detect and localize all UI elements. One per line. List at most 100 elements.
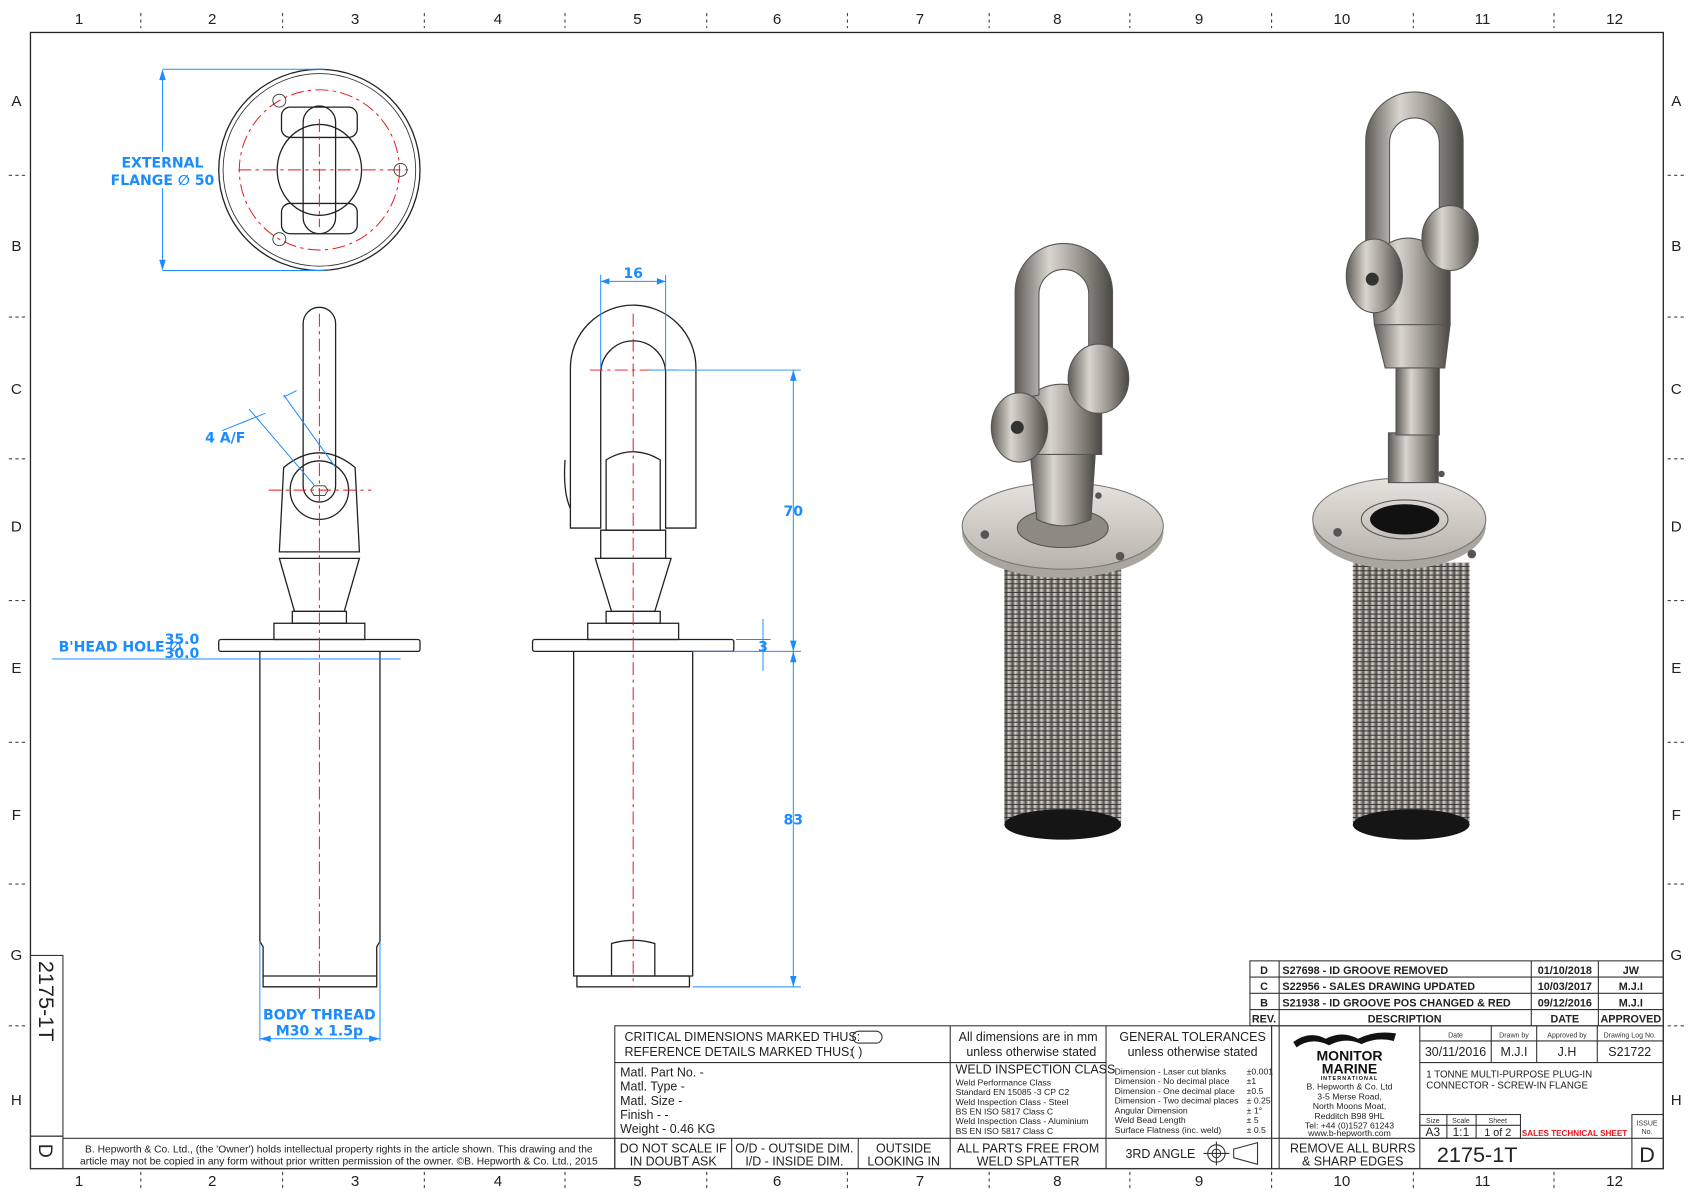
grid-row: E xyxy=(1671,660,1681,677)
revision-row: B S21938 - ID GROOVE POS CHANGED & RED 0… xyxy=(1260,997,1643,1009)
grid-col: 4 xyxy=(494,11,502,28)
tolerance-label: Weld Bead Length xyxy=(1115,1115,1186,1125)
revision-row: C S22956 - SALES DRAWING UPDATED 10/03/2… xyxy=(1260,981,1643,993)
isometric-render-upright xyxy=(1312,91,1487,840)
rev-description: S27698 - ID GROOVE REMOVED xyxy=(1282,965,1448,977)
grid-col: 1 xyxy=(75,11,83,28)
footer-note: ALL PARTS FREE FROM xyxy=(957,1141,1099,1155)
rev-letter: C xyxy=(1260,981,1268,993)
log-no-label: Drawing Log No. xyxy=(1604,1033,1656,1040)
rev-approved: M.J.I xyxy=(1619,997,1643,1009)
reference-details-note: REFERENCE DETAILS MARKED THUS: xyxy=(625,1045,853,1059)
revision-table: D S27698 - ID GROOVE REMOVED 01/10/2018 … xyxy=(1249,960,1664,1027)
weld-line: Standard EN 15085 -3 CP C2 xyxy=(956,1087,1070,1097)
weld-line: BS EN ISO 5817 Class C xyxy=(956,1126,1054,1136)
critical-dimensions-note: CRITICAL DIMENSIONS MARKED THUS: xyxy=(625,1030,861,1044)
grid-col: 5 xyxy=(633,1173,641,1190)
address-line: Tel: +44 (0)1527 61243 xyxy=(1305,1121,1394,1131)
grid-col: 2 xyxy=(208,11,216,28)
grid-col: 12 xyxy=(1606,1173,1623,1190)
grid-row: A xyxy=(11,93,22,110)
external-flange-value: FLANGE ∅ 50 xyxy=(111,173,215,189)
side-strip: 2175-1T D xyxy=(29,954,64,1170)
sales-technical-sheet: SALES TECHNICAL SHEET xyxy=(1522,1129,1627,1138)
height-70-dimension: 70 xyxy=(784,504,804,520)
material-line: Matl. Type - xyxy=(620,1080,685,1094)
width-16-dimension: 16 xyxy=(623,266,643,282)
units-note: unless otherwise stated xyxy=(966,1045,1096,1059)
copyright-notice: B. Hepworth & Co. Ltd., (the 'Owner') ho… xyxy=(62,1137,616,1170)
description-header: DESCRIPTION xyxy=(1368,1014,1442,1026)
issue-label: ISSUE xyxy=(1637,1120,1658,1127)
footer-note: O/D - OUTSIDE DIM. xyxy=(735,1141,853,1155)
grid-col: 6 xyxy=(773,1173,781,1190)
af-dimension: 4 A/F xyxy=(205,431,245,447)
grid-row: E xyxy=(11,660,21,677)
address-line: North Moons Moat, xyxy=(1313,1101,1386,1111)
grid-row: D xyxy=(11,518,22,535)
tolerance-value: ±0.5 xyxy=(1247,1086,1264,1096)
footer-note: DO NOT SCALE IF xyxy=(620,1141,727,1155)
third-angle-projection-icon xyxy=(1203,1141,1259,1166)
bhead-hole-min: 30.0 xyxy=(165,646,200,662)
tolerance-value: ±1 xyxy=(1247,1076,1257,1086)
grid-col: 1 xyxy=(75,1173,83,1190)
scale-label: Scale xyxy=(1452,1118,1470,1125)
tolerance-label: Surface Flatness (inc. weld) xyxy=(1115,1125,1222,1135)
weight: Weight - 0.46 KG xyxy=(620,1122,715,1136)
drawn-by: M.J.I xyxy=(1500,1045,1527,1059)
material-line: Matl. Part No. - xyxy=(620,1066,704,1080)
reference-mark: ( ) xyxy=(851,1045,863,1059)
rev-date: 10/03/2017 xyxy=(1538,981,1592,993)
address-line: www.b-hepworth.com xyxy=(1307,1128,1391,1138)
side-view: 16 70 3 83 xyxy=(531,266,804,988)
grid-row-labels-left: A B C D E F G H xyxy=(11,93,23,1109)
notes-block: CRITICAL DIMENSIONS MARKED THUS: REFEREN… xyxy=(614,1025,1274,1170)
grid-col: 8 xyxy=(1053,1173,1061,1190)
rev-date: 01/10/2018 xyxy=(1538,965,1592,977)
grid-row-labels-right: A B C D E F G H xyxy=(1670,93,1682,1109)
material-line: Finish - - xyxy=(620,1108,668,1122)
approved-by: J.H xyxy=(1558,1045,1577,1059)
rev-letter: D xyxy=(1260,965,1268,977)
issue-number: D xyxy=(1639,1142,1655,1167)
side-drawing-number: 2175-1T xyxy=(34,961,59,1042)
grid-row: D xyxy=(1671,518,1682,535)
logo-text: MONITOR xyxy=(1316,1047,1382,1063)
revision-row: D S27698 - ID GROOVE REMOVED 01/10/2018 … xyxy=(1260,965,1640,977)
rev-header: REV. xyxy=(1252,1014,1276,1026)
projection-label: 3RD ANGLE xyxy=(1126,1147,1196,1161)
rev-approved: JW xyxy=(1623,965,1640,977)
tolerance-label: Angular Dimension xyxy=(1115,1105,1188,1115)
front-view: 4 A/F B'HEAD HOLE ∅ 35.0 30.0 BODY THREA… xyxy=(52,306,421,1043)
grid-row: B xyxy=(11,238,21,255)
grid-row: C xyxy=(1671,381,1682,398)
address-line: Redditch B98 9HL xyxy=(1314,1111,1384,1121)
weld-line: Weld Inspection Class - Steel xyxy=(956,1097,1069,1107)
grid-column-labels-bottom: 1 2 3 4 5 6 7 8 9 10 11 12 xyxy=(75,1173,1623,1190)
general-tolerances-subtitle: unless otherwise stated xyxy=(1128,1045,1258,1059)
tolerance-label: Dimension - One decimal place xyxy=(1115,1086,1235,1096)
footer-note: OUTSIDE xyxy=(876,1141,931,1155)
bhead-hole-label: B'HEAD HOLE ∅ xyxy=(59,639,182,655)
monitor-marine-logo: MONITOR MARINE INTERNATIONAL xyxy=(1293,1032,1397,1082)
remove-burrs-note: REMOVE ALL BURRS xyxy=(1290,1141,1415,1155)
drawing-log-no: S21722 xyxy=(1608,1045,1651,1059)
rev-description: S22956 - SALES DRAWING UPDATED xyxy=(1282,981,1475,993)
grid-row: H xyxy=(11,1092,22,1109)
grid-row: B xyxy=(1671,238,1681,255)
external-flange-label: EXTERNAL xyxy=(121,156,203,172)
top-view: EXTERNAL FLANGE ∅ 50 xyxy=(111,68,421,272)
date-label: Date xyxy=(1448,1033,1463,1040)
tolerance-value: ±0.001 xyxy=(1247,1066,1274,1076)
grid-col: 10 xyxy=(1334,11,1351,28)
grid-row: H xyxy=(1671,1092,1682,1109)
approved-by-label: Approved by xyxy=(1547,1033,1587,1040)
grid-col: 12 xyxy=(1606,11,1623,28)
copyright-line: article may not be copied in any form wi… xyxy=(80,1156,598,1167)
grid-col: 3 xyxy=(351,11,359,28)
sheet-label: Sheet xyxy=(1489,1118,1507,1125)
grid-col: 2 xyxy=(208,1173,216,1190)
grid-row: G xyxy=(11,947,23,964)
